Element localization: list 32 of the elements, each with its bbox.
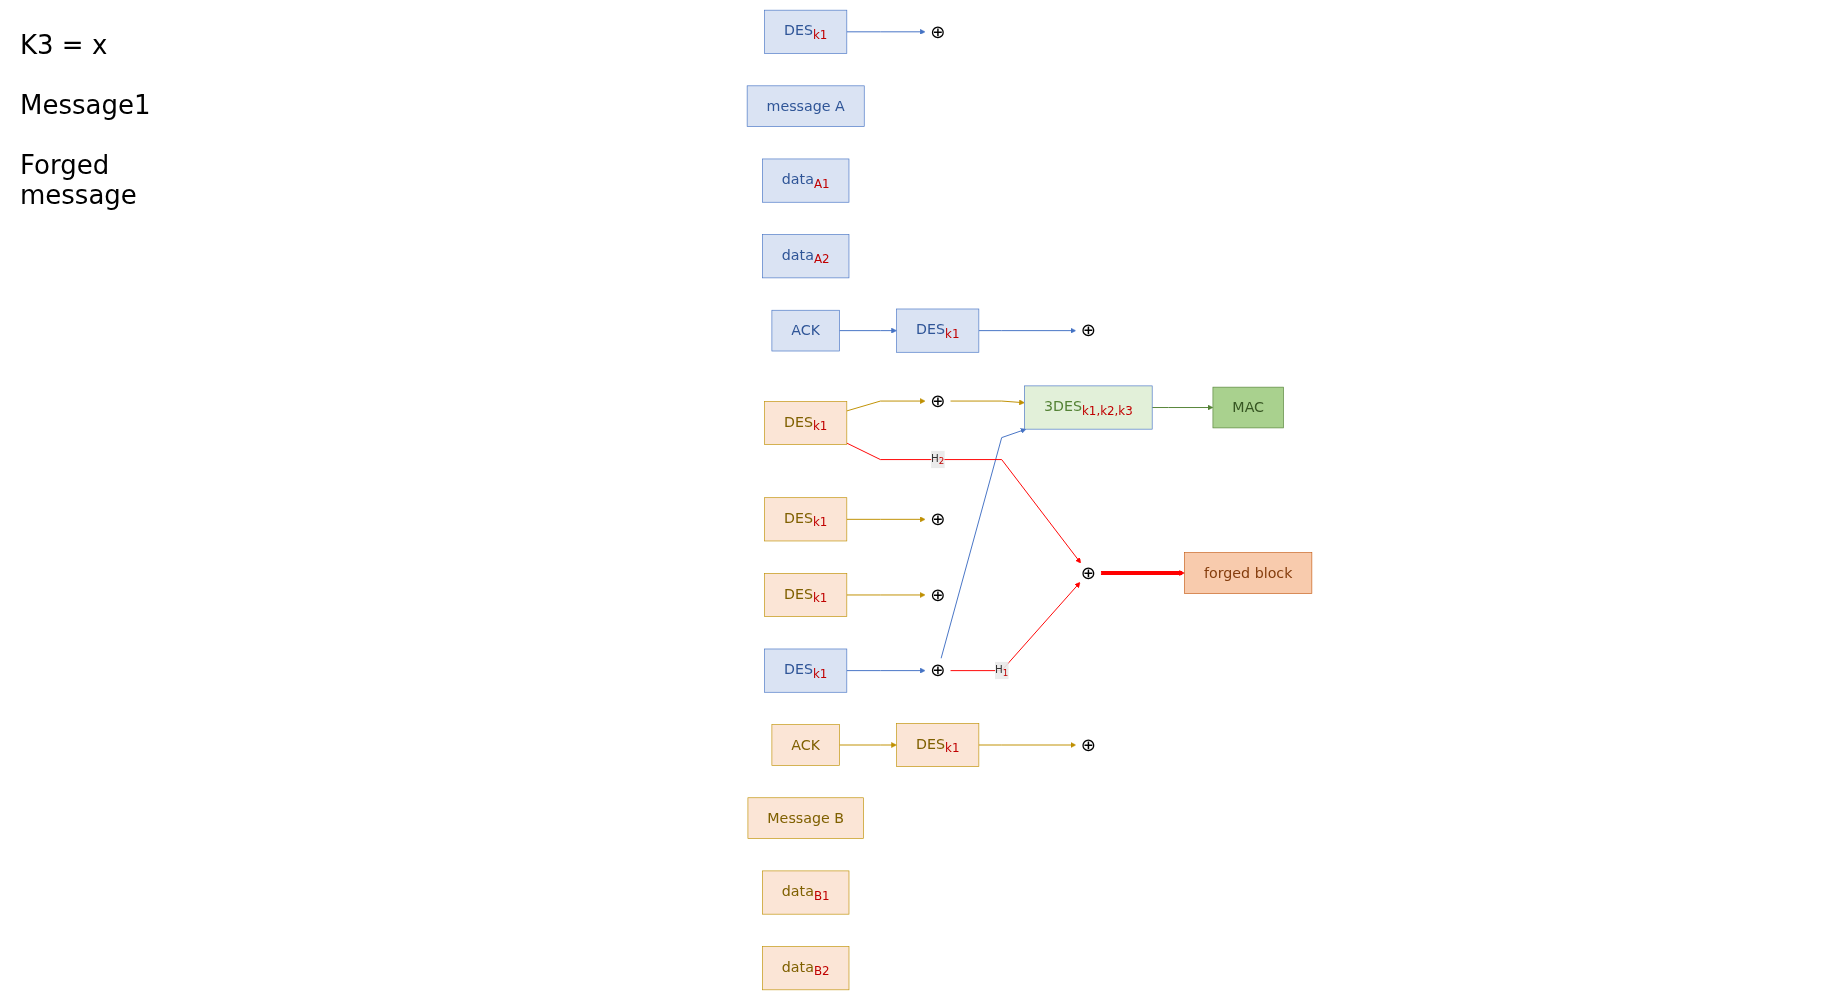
node-box: DES$_{k1}$ xyxy=(764,648,848,693)
row-label: K3 = x xyxy=(20,30,109,60)
edge-label: H$_{2}$ xyxy=(931,452,945,467)
node-text: ⊕ xyxy=(930,20,946,43)
node-box: data$_{B1}$ xyxy=(762,870,850,915)
node-text: ⊕ xyxy=(1080,562,1096,584)
node-box: data$_{A2}$ xyxy=(762,234,850,279)
node-box: data$_{B2}$ xyxy=(762,946,850,991)
arrow xyxy=(1100,570,1185,576)
node-box: ACK xyxy=(771,309,840,352)
node-box: forged block xyxy=(1184,552,1313,594)
node-box: data$_{A1}$ xyxy=(762,158,850,203)
node-text: ⊕ xyxy=(930,583,946,606)
row-label: Message1 xyxy=(20,90,152,120)
node-box: DES$_{k1}$ xyxy=(764,401,848,445)
node-text: ⊕ xyxy=(930,390,946,412)
node-text: ⊕ xyxy=(1080,734,1096,756)
node-text: ⊕ xyxy=(1080,319,1096,341)
node-box: DES$_{k1}$ xyxy=(764,573,848,617)
node-text: ⊕ xyxy=(930,659,946,681)
node-box: DES$_{k1}$ xyxy=(896,723,980,767)
node-box: 3DES$_{k1,k2,k3}$ xyxy=(1024,385,1153,430)
node-box: DES$_{k1}$ xyxy=(896,308,980,353)
node-box: MAC xyxy=(1212,386,1284,429)
node-box: Message B xyxy=(747,797,864,839)
node-box: ACK xyxy=(771,724,840,766)
row-label: Forged message xyxy=(20,150,138,210)
node-box: DES$_{k1}$ xyxy=(764,497,848,542)
node-text: ⊕ xyxy=(930,508,946,530)
edge-label: H$_{1}$ xyxy=(995,663,1009,678)
node-box: DES$_{k1}$ xyxy=(764,9,848,54)
node-box: message A xyxy=(746,85,865,127)
